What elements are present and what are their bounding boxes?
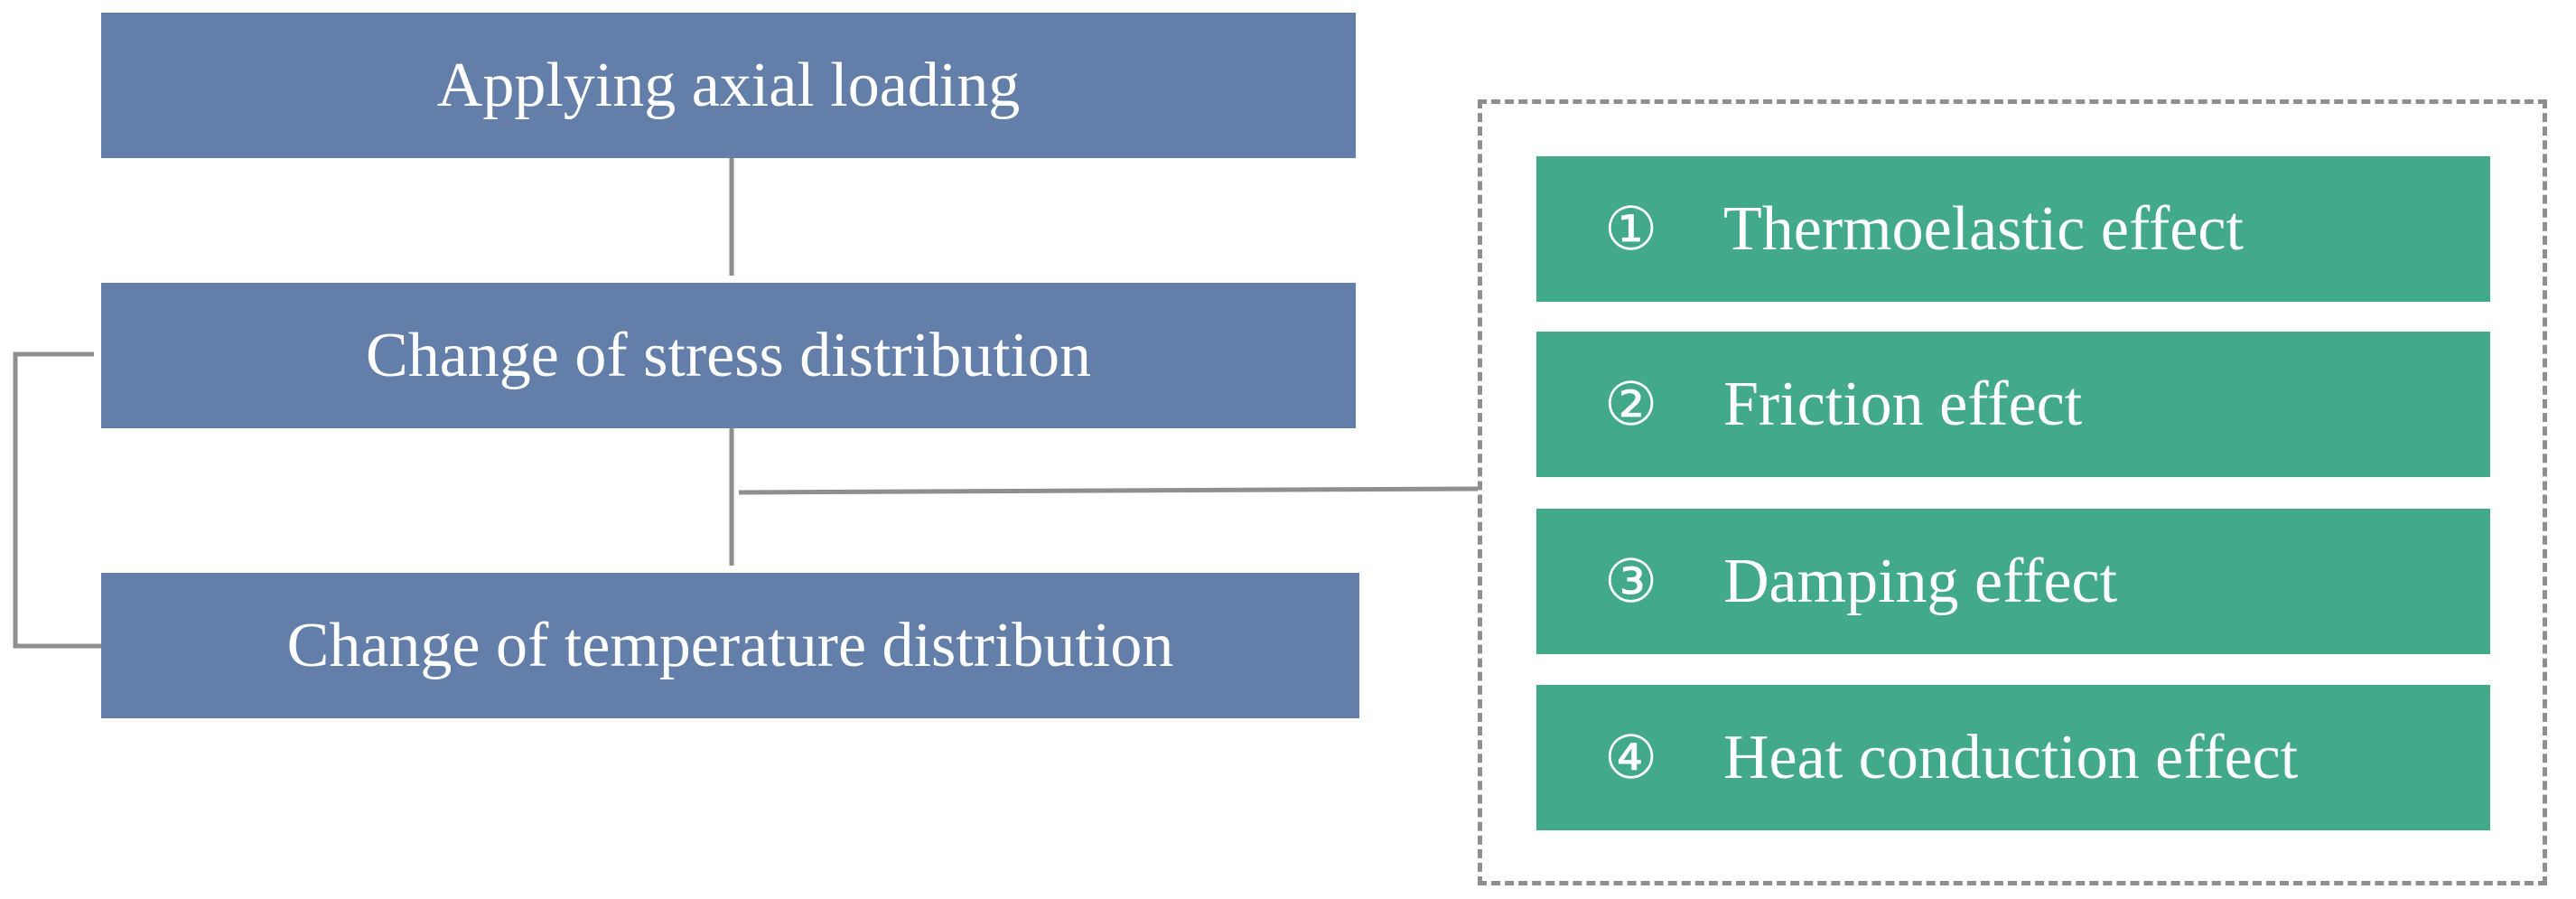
effect-number: ③ (1604, 547, 1658, 616)
effect-heat-conduction: ④ Heat conduction effect (1536, 685, 2490, 830)
step-change-of-stress: Change of stress distribution (101, 283, 1356, 428)
arrow-feedback-loop (13, 351, 101, 649)
effect-label: Friction effect (1723, 369, 2083, 439)
effect-number: ① (1604, 194, 1658, 264)
effect-label: Thermoelastic effect (1723, 193, 2244, 264)
effect-thermoelastic: ① Thermoelastic effect (1536, 156, 2490, 302)
step-applying-axial-loading: Applying axial loading (101, 13, 1356, 158)
arrow-effects-to-flow (738, 486, 1479, 495)
effect-label: Heat conduction effect (1723, 722, 2299, 792)
step-label: Change of stress distribution (366, 320, 1091, 390)
effect-label: Damping effect (1723, 546, 2118, 616)
effect-number: ② (1604, 370, 1658, 439)
effect-damping: ③ Damping effect (1536, 509, 2490, 654)
effects-group-frame (1478, 99, 2547, 885)
effect-number: ④ (1604, 723, 1658, 792)
step-change-of-temperature: Change of temperature distribution (101, 573, 1359, 718)
step-label: Applying axial loading (436, 50, 1021, 120)
effect-friction: ② Friction effect (1536, 332, 2490, 477)
step-label: Change of temperature distribution (286, 610, 1174, 680)
